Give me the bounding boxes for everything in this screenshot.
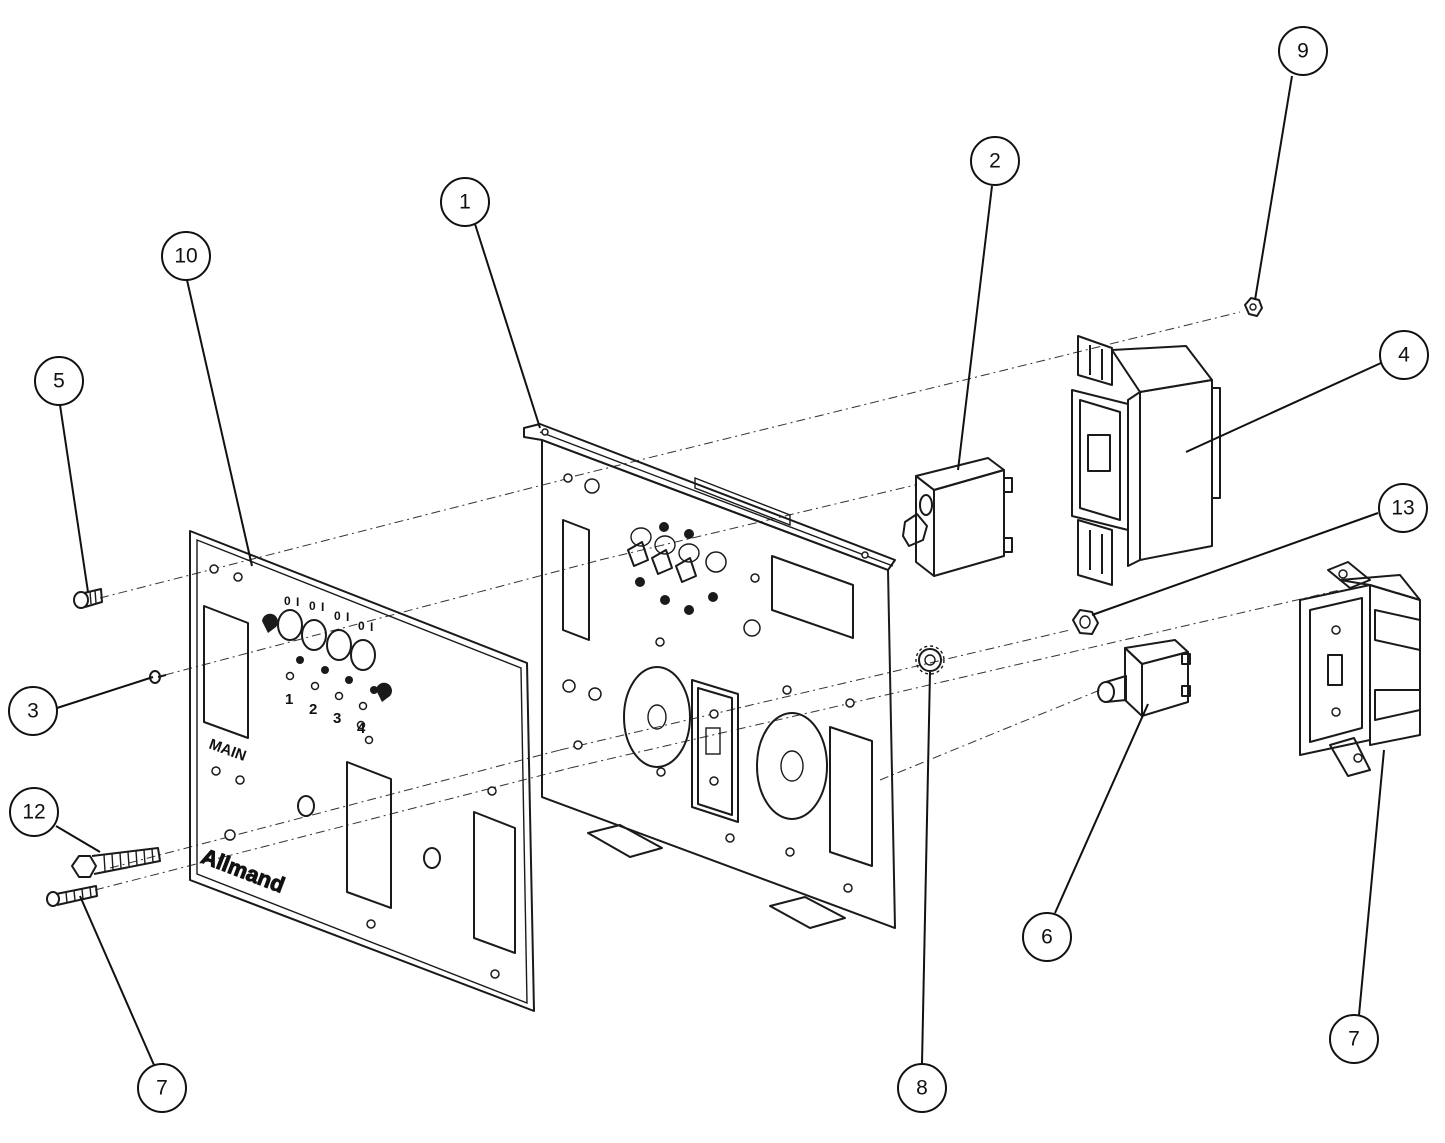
push-button-breaker-item-6 bbox=[1097, 639, 1191, 717]
leader-lines bbox=[55, 75, 1385, 1066]
callout-label: 6 bbox=[1041, 926, 1053, 949]
on-off-mark: I bbox=[370, 620, 373, 634]
callout-label: 12 bbox=[22, 801, 45, 824]
screw-item-7-left bbox=[46, 885, 98, 907]
nut-item-13 bbox=[1072, 609, 1099, 635]
front-decal-panel bbox=[189, 530, 535, 1012]
callout-2: 2 bbox=[970, 136, 1020, 186]
callout-1: 1 bbox=[440, 177, 490, 227]
callout-label: 1 bbox=[459, 191, 471, 214]
callout-label: 9 bbox=[1297, 40, 1309, 63]
callout-4: 4 bbox=[1379, 330, 1429, 380]
callout-label: 8 bbox=[916, 1077, 928, 1100]
gfci-receptacle-item-7 bbox=[1299, 561, 1421, 777]
switch-position-numbers: 1 2 3 4 bbox=[285, 691, 366, 737]
callout-8: 8 bbox=[897, 1063, 947, 1113]
lock-washer-item-8 bbox=[915, 645, 945, 675]
main-breaker-item-4 bbox=[1071, 335, 1221, 586]
callout-6: 6 bbox=[1022, 912, 1072, 962]
on-off-mark: 0 bbox=[358, 619, 365, 633]
on-off-mark: 0 bbox=[309, 599, 316, 613]
panel-on-off-marks: 0 I 0 I 0 I 0 I bbox=[284, 594, 373, 634]
circuit-breaker-item-2 bbox=[902, 457, 1013, 577]
callout-label: 10 bbox=[174, 245, 197, 268]
switch-position-number: 2 bbox=[309, 701, 317, 718]
switch-position-number: 4 bbox=[357, 720, 366, 737]
callout-5: 5 bbox=[34, 356, 84, 406]
nut-item-9 bbox=[1244, 297, 1263, 317]
callout-label: 7 bbox=[1348, 1028, 1360, 1051]
callout-label: 3 bbox=[27, 700, 39, 723]
on-off-mark: 0 bbox=[334, 609, 341, 623]
main-panel bbox=[523, 423, 896, 929]
callout-label: 13 bbox=[1391, 497, 1414, 520]
hex-bolt-item-12 bbox=[71, 847, 161, 878]
panel-gfci-outlet bbox=[691, 679, 739, 823]
callout-7a: 7 bbox=[1329, 1014, 1379, 1064]
callout-12: 12 bbox=[9, 787, 59, 837]
callout-3: 3 bbox=[8, 686, 58, 736]
callout-9: 9 bbox=[1278, 26, 1328, 76]
on-off-mark: I bbox=[346, 610, 349, 624]
main-label: MAIN bbox=[207, 736, 249, 765]
on-off-mark: I bbox=[296, 595, 299, 609]
switch-position-number: 1 bbox=[285, 691, 293, 708]
callout-label: 7 bbox=[156, 1077, 168, 1100]
callout-13: 13 bbox=[1378, 483, 1428, 533]
switch-position-number: 3 bbox=[333, 710, 341, 727]
on-off-mark: I bbox=[321, 600, 324, 614]
screw-item-5 bbox=[73, 588, 103, 609]
callout-7b: 7 bbox=[137, 1063, 187, 1113]
callout-10: 10 bbox=[161, 231, 211, 281]
assembly-dashed-lines bbox=[94, 311, 1341, 891]
callout-label: 4 bbox=[1398, 344, 1410, 367]
toggle-switch-bank bbox=[627, 522, 718, 615]
callout-label: 2 bbox=[989, 150, 1001, 173]
on-off-mark: 0 bbox=[284, 594, 291, 608]
callout-label: 5 bbox=[53, 370, 65, 393]
